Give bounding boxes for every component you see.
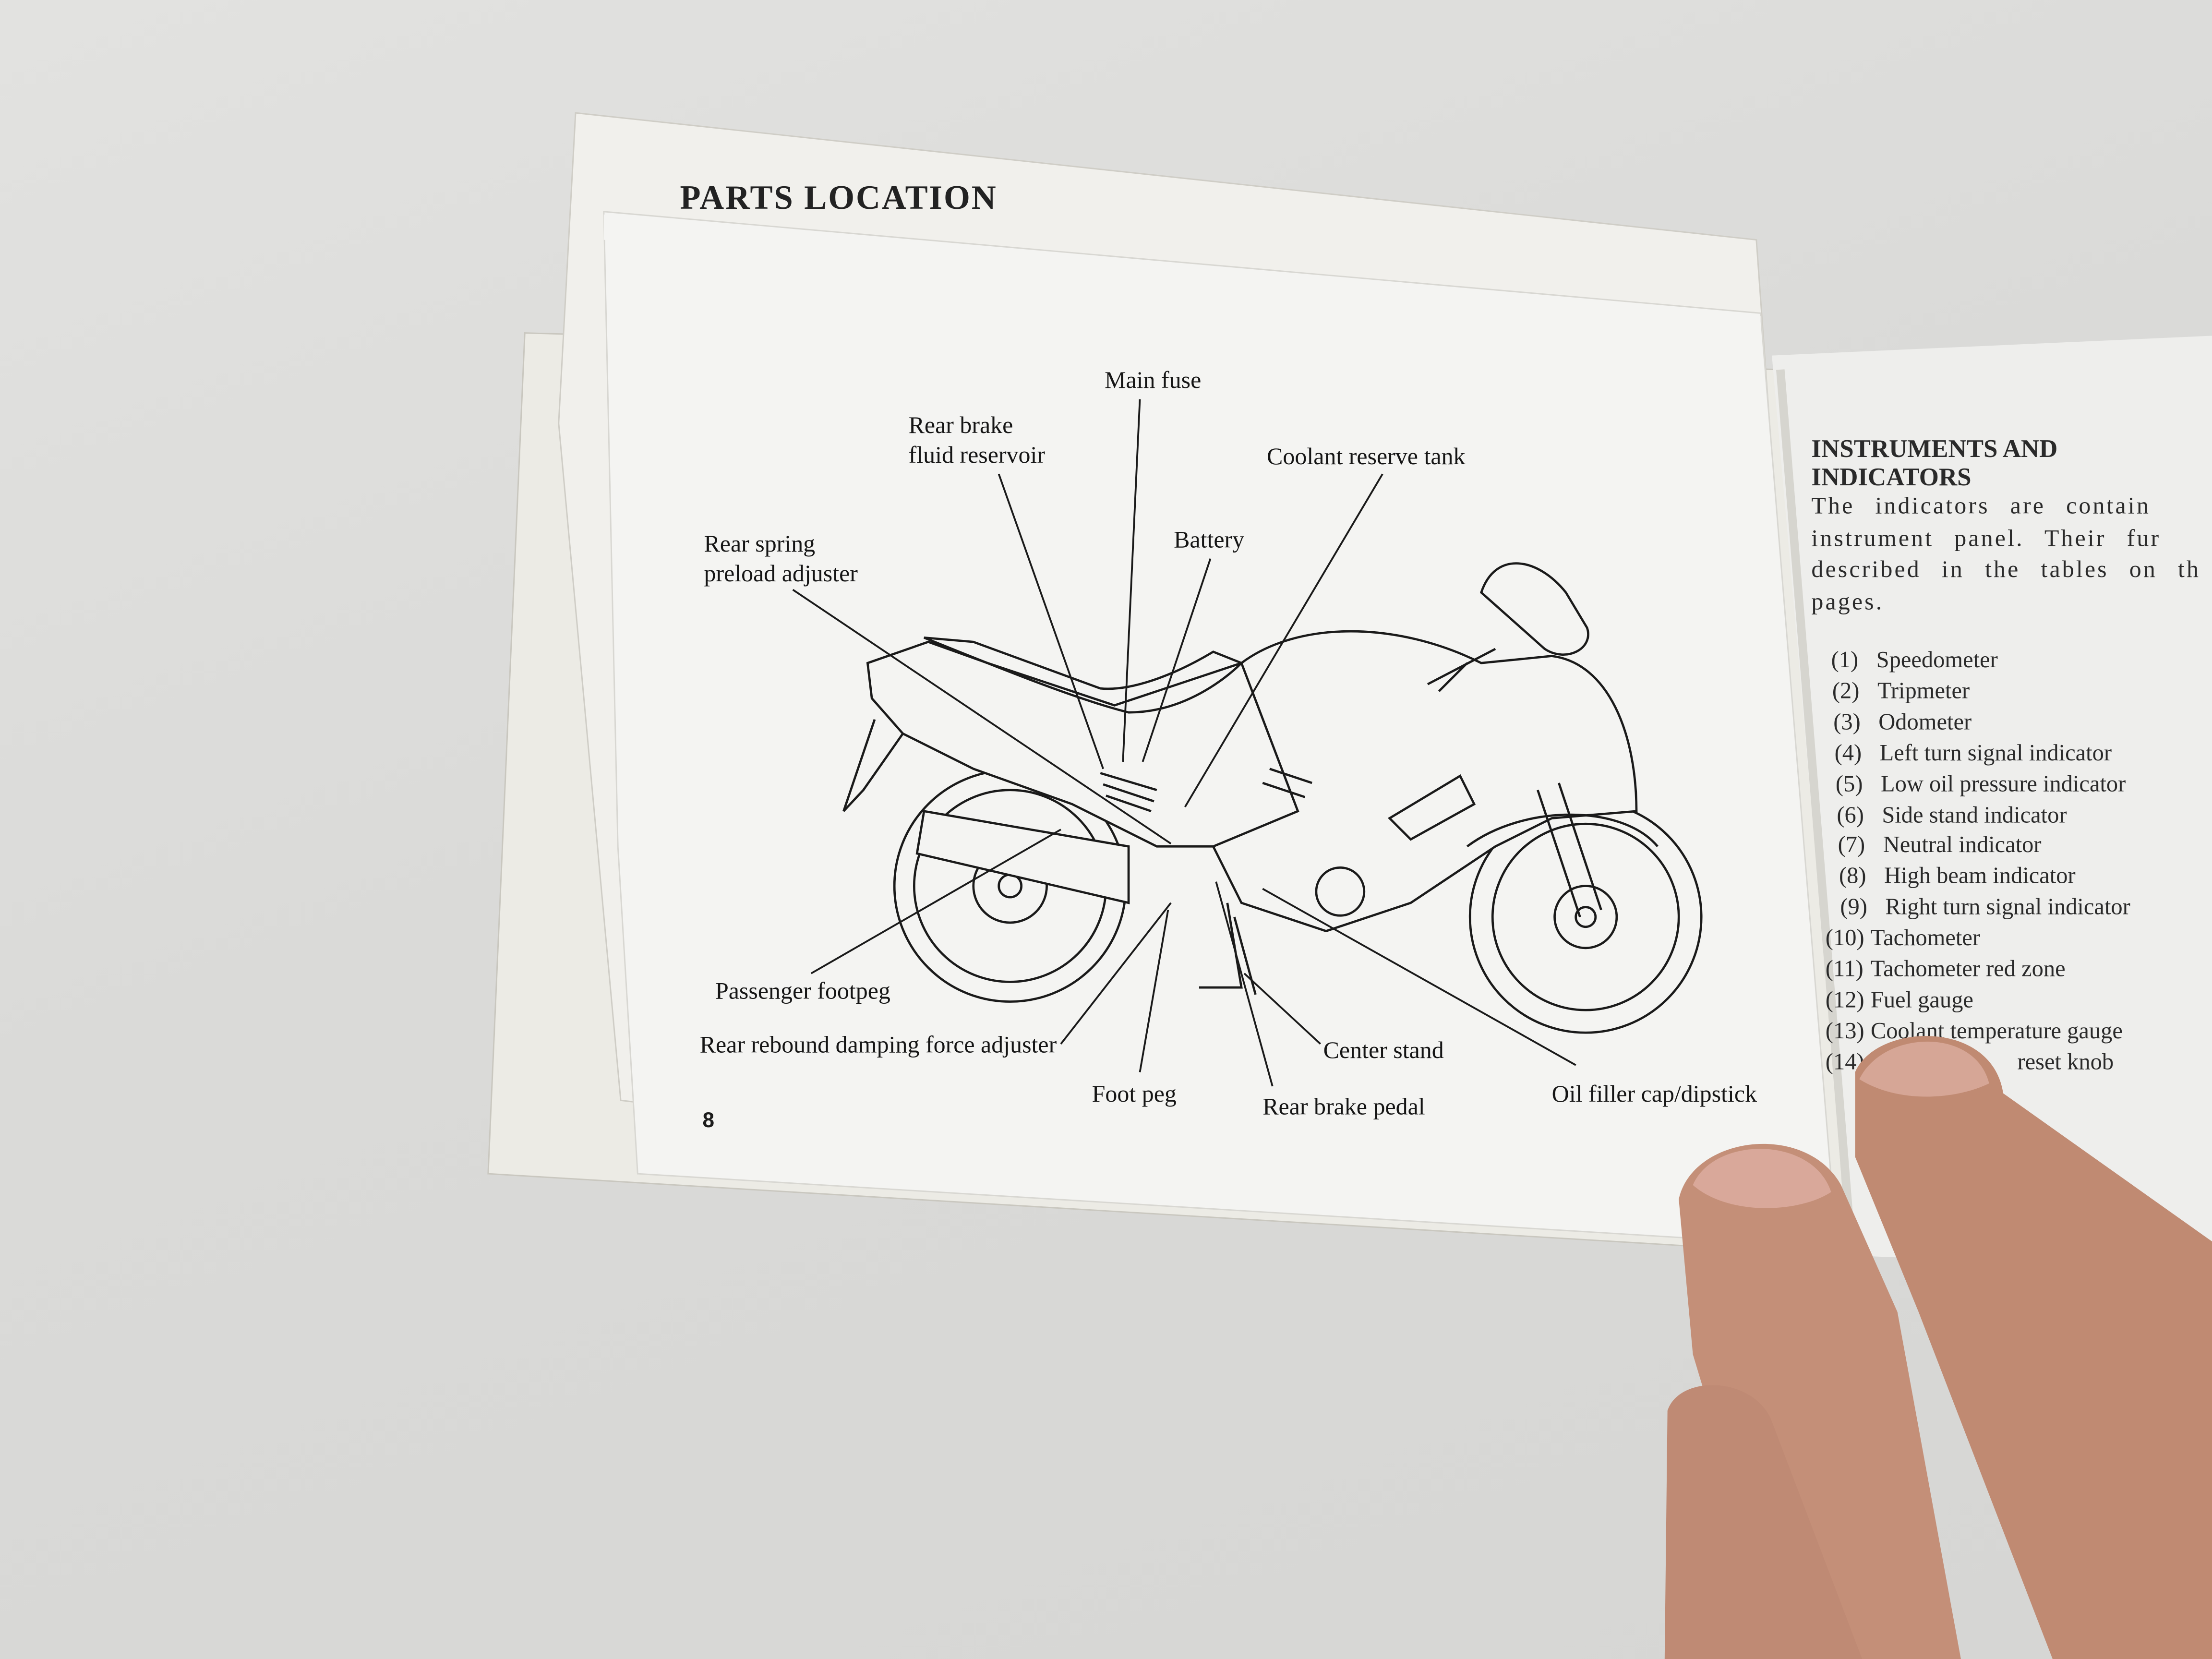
indicator-list-item: (2) Tripmeter (1832, 675, 2212, 706)
front-fairing (1212, 630, 1638, 933)
item-label: reset knob (2017, 1047, 2114, 1075)
page-number: 8 (702, 1108, 715, 1133)
item-label: Neutral indicator (1883, 831, 2042, 859)
item-label: Tripmeter (1877, 677, 1970, 704)
callout-oil-filler-cap: Oil filler cap/dipstick (1551, 1081, 1757, 1107)
indicator-list-item: (9) Right turn signal indicator (1840, 892, 2212, 923)
callout-passenger-footpeg: Passenger footpeg (715, 977, 890, 1005)
callout-coolant-reserve-tank: Coolant reserve tank (1267, 443, 1466, 470)
item-label: Odometer (1878, 708, 1972, 735)
callout-rear-spring-line2: preload adjuster (704, 560, 858, 587)
fuse-vents (1100, 772, 1157, 813)
item-number: (5) (1835, 769, 1863, 797)
exhaust (915, 810, 1130, 904)
item-label: High beam indicator (1884, 862, 2076, 890)
item-number: (6) (1837, 800, 1864, 828)
indicator-list-item: (7) Neutral indicator (1838, 830, 2212, 861)
callout-rear-brake-fluid-line2: fluid reservoir (908, 441, 1046, 469)
indicator-list-item: (5) Low oil pressure indicator (1836, 769, 2212, 799)
item-label: Fuel gauge (1870, 986, 1973, 1013)
indicator-list: (1)Speedometer(2)Tripmeter(3)Odometer(4)… (1826, 645, 2212, 1077)
fairing-detail (1262, 768, 1476, 841)
item-number: (13) (1825, 1017, 1864, 1044)
engine-cover (1315, 866, 1366, 917)
paragraph-line: pages. (1811, 588, 1884, 614)
finger-middle (1855, 1036, 2212, 1659)
page-gutter (1776, 369, 1855, 1242)
indicator-list-item: (10)Tachometer (1826, 923, 2212, 953)
paragraph-line: The indicators are contain (1811, 492, 2151, 519)
callout-foot-peg: Foot peg (1092, 1081, 1177, 1107)
paragraph-line: instrument panel. Their fur (1811, 524, 2161, 551)
callout-rear-spring-line1: Rear spring (704, 530, 816, 557)
item-number: (8) (1839, 862, 1866, 890)
item-label: Speedometer (1876, 646, 1998, 673)
indicator-list-item: (8) High beam indicator (1839, 861, 2212, 892)
item-number: (10) (1825, 924, 1864, 951)
callout-battery: Battery (1174, 526, 1245, 553)
top-page-edge (603, 214, 1761, 339)
item-label: Tachometer red zone (1870, 955, 2066, 982)
item-label: Low oil pressure indicator (1880, 769, 2126, 797)
indicator-list-item: (11) Tachometer red zone (1826, 954, 2212, 985)
item-number: (12) (1825, 986, 1864, 1013)
page-header: PARTS LOCATION (680, 180, 998, 217)
item-number: (11) (1825, 955, 1863, 982)
callout-center-stand: Center stand (1323, 1037, 1444, 1064)
item-number: (4) (1834, 739, 1862, 766)
item-label: Tachometer (1870, 924, 1981, 951)
handlebar (1427, 648, 1496, 692)
callout-rear-brake-fluid-line1: Rear brake (908, 412, 1013, 439)
tail (842, 719, 904, 812)
item-number: (9) (1840, 893, 1867, 920)
finger-lower (1664, 1385, 1863, 1659)
front-fork (1537, 782, 1602, 917)
item-label: Side stand indicator (1882, 800, 2067, 828)
page-header-text: PARTS LOCATION (680, 180, 998, 217)
item-number: (7) (1838, 831, 1865, 859)
front-fender (1466, 813, 1659, 848)
callout-rear-rebound-adjuster: Rear rebound damping force adjuster (699, 1031, 1057, 1058)
indicator-list-item: (12)Fuel gauge (1826, 985, 2212, 1015)
fingernail (1859, 1041, 1989, 1097)
indicator-list-item: (1) Speedometer (1831, 645, 2212, 675)
right-page (1772, 336, 2212, 1270)
item-label: Left turn signal indicator (1879, 739, 2112, 766)
indicator-list-item: (4) Left turn signal indicator (1835, 737, 2212, 768)
callout-main-fuse: Main fuse (1105, 367, 1202, 394)
paragraph-line: described in the tables on th (1811, 555, 2201, 583)
indicator-list-item: (3) Odometer (1833, 707, 2212, 737)
item-label: Right turn signal indicator (1885, 893, 2130, 920)
callout-rear-brake-pedal: Rear brake pedal (1262, 1093, 1425, 1120)
seat (924, 636, 1244, 714)
windscreen (1480, 562, 1589, 656)
item-number: (2) (1832, 677, 1860, 704)
right-page-content: INSTRUMENTS AND INDICATORS The indicator… (1811, 434, 2212, 1077)
intro-paragraph: The indicators are contain instrument pa… (1811, 491, 2212, 618)
section-heading: INSTRUMENTS AND INDICATORS (1811, 434, 2058, 491)
indicator-list-item: (6) Side stand indicator (1837, 799, 2212, 830)
fingernail (1693, 1149, 1831, 1208)
leader-lines (792, 399, 1576, 1087)
item-number: (1) (1831, 646, 1859, 673)
item-number: (3) (1833, 708, 1861, 735)
